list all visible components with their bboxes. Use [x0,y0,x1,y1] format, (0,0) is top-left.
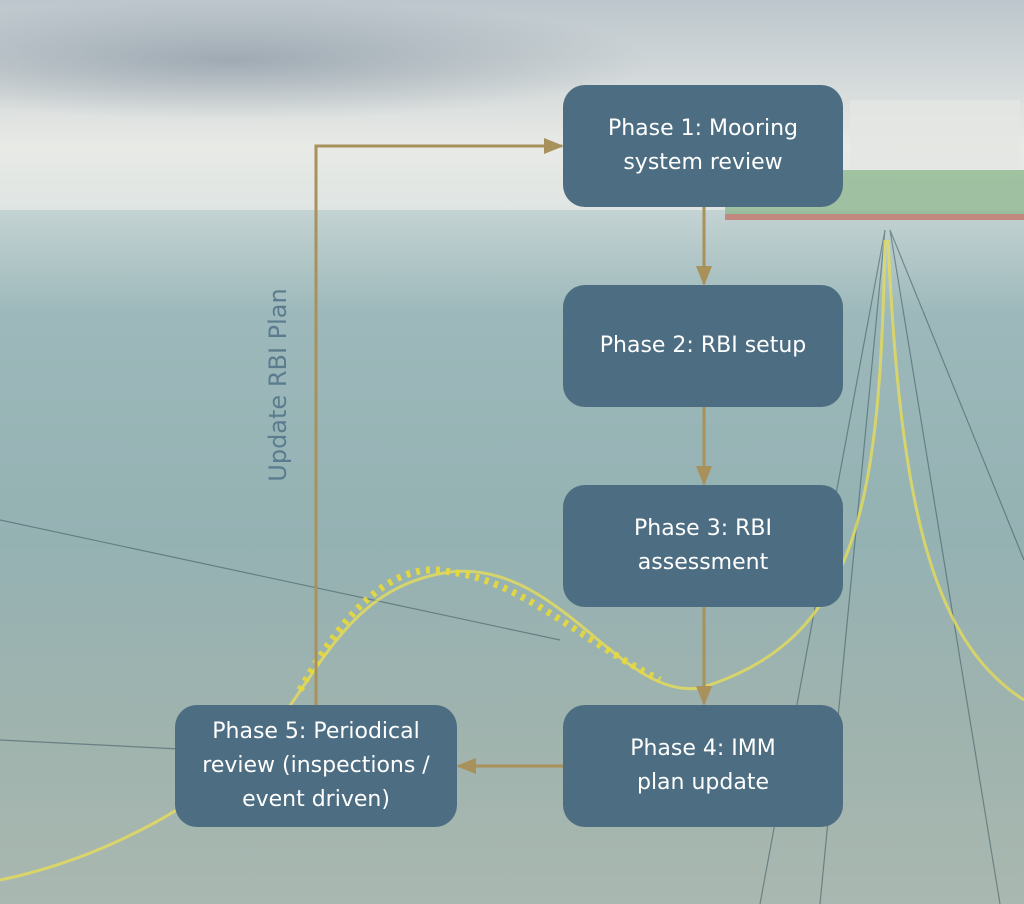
phase-3-box[interactable]: Phase 3: RBI assessment [563,485,843,607]
buoyancy-modules [296,566,662,692]
phase-1-box[interactable]: Phase 1: Mooring system review [563,85,843,207]
phase-2-box[interactable]: Phase 2: RBI setup [563,285,843,407]
phase-5-box[interactable]: Phase 5: Periodical review (inspections … [175,705,457,827]
arrow-phase5-to-phase1 [314,138,564,705]
phase-4-box[interactable]: Phase 4: IMM plan update [563,705,843,827]
update-rbi-plan-label: Update RBI Plan [264,288,292,482]
vessel-superstructure [850,100,1020,170]
